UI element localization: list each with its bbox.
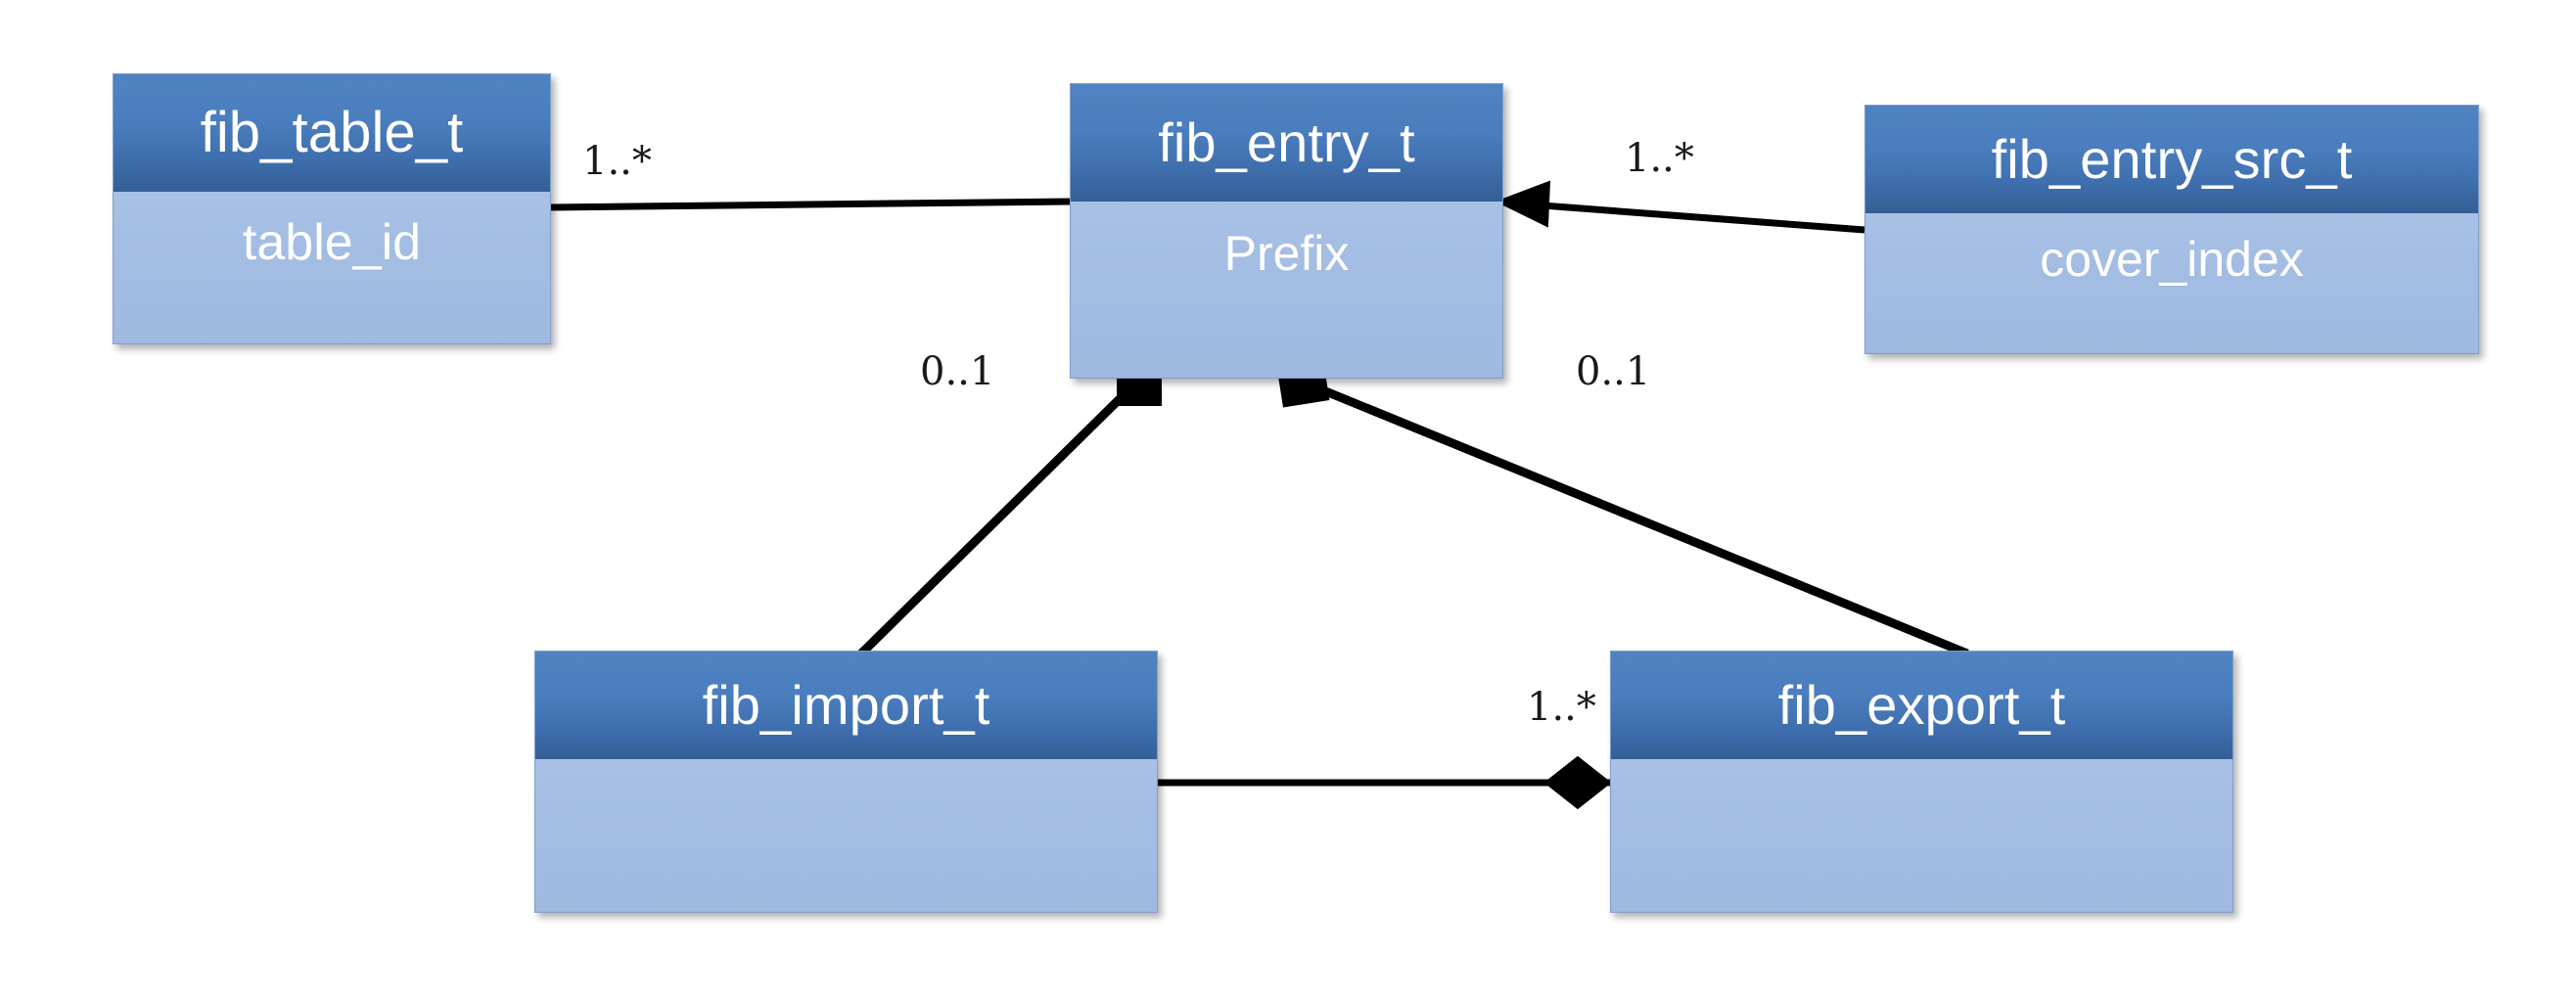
multiplicity-label-entry-import: 0..1 <box>920 349 995 394</box>
uml-class-fib-entry-src-t[interactable]: fib_entry_src_t cover_index <box>1864 105 2479 354</box>
uml-class-fib-entry-t[interactable]: fib_entry_t Prefix <box>1070 83 1503 379</box>
uml-class-title-fib-entry-t: fib_entry_t <box>1158 112 1415 173</box>
multiplicity-label-entry-export: 0..1 <box>1576 349 1651 394</box>
uml-class-header-fib-entry-src-t: fib_entry_src_t <box>1865 106 2478 213</box>
uml-class-attribute-prefix: Prefix <box>1223 226 1350 281</box>
uml-class-body-fib-import-t <box>535 759 1157 912</box>
uml-class-body-fib-entry-t: Prefix <box>1071 202 1502 378</box>
uml-class-title-fib-export-t: fib_export_t <box>1777 674 2066 736</box>
uml-class-header-fib-import-t: fib_import_t <box>535 652 1157 759</box>
multiplicity-label-table-entry: 1..* <box>582 139 652 184</box>
uml-class-body-fib-entry-src-t: cover_index <box>1865 213 2478 353</box>
connector-fib-import-to-fib-export <box>1158 755 1612 810</box>
connector-fib-entry-to-fib-export <box>1275 353 1969 658</box>
filled-arrow-marker <box>1495 180 1551 228</box>
uml-class-body-fib-export-t <box>1611 759 2232 912</box>
connector-fib-entry-to-fib-import <box>857 361 1162 657</box>
uml-class-fib-import-t[interactable]: fib_import_t <box>534 651 1158 913</box>
connector-fib-entry-to-fib-entry-src <box>1495 180 1865 234</box>
uml-class-header-fib-entry-t: fib_entry_t <box>1071 84 1502 202</box>
uml-class-title-fib-table-t: fib_table_t <box>200 101 464 164</box>
connector-fib-table-to-fib-entry <box>484 180 1071 235</box>
uml-class-title-fib-import-t: fib_import_t <box>702 674 990 736</box>
filled-diamond-marker <box>1543 755 1612 810</box>
multiplicity-label-import-export: 1..* <box>1527 685 1596 730</box>
uml-class-attribute-table-id: table_id <box>242 214 422 271</box>
uml-class-fib-table-t[interactable]: fib_table_t table_id <box>113 73 551 344</box>
uml-class-attribute-cover-index: cover_index <box>2040 232 2304 287</box>
uml-class-header-fib-export-t: fib_export_t <box>1611 652 2232 759</box>
uml-class-title-fib-entry-src-t: fib_entry_src_t <box>1991 128 2353 190</box>
clipped-top-text-strip <box>0 0 2576 10</box>
uml-class-body-fib-table-t: table_id <box>114 192 550 343</box>
uml-class-fib-export-t[interactable]: fib_export_t <box>1610 651 2233 913</box>
multiplicity-label-entry-src: 1..* <box>1625 136 1694 181</box>
uml-class-header-fib-table-t: fib_table_t <box>114 74 550 192</box>
